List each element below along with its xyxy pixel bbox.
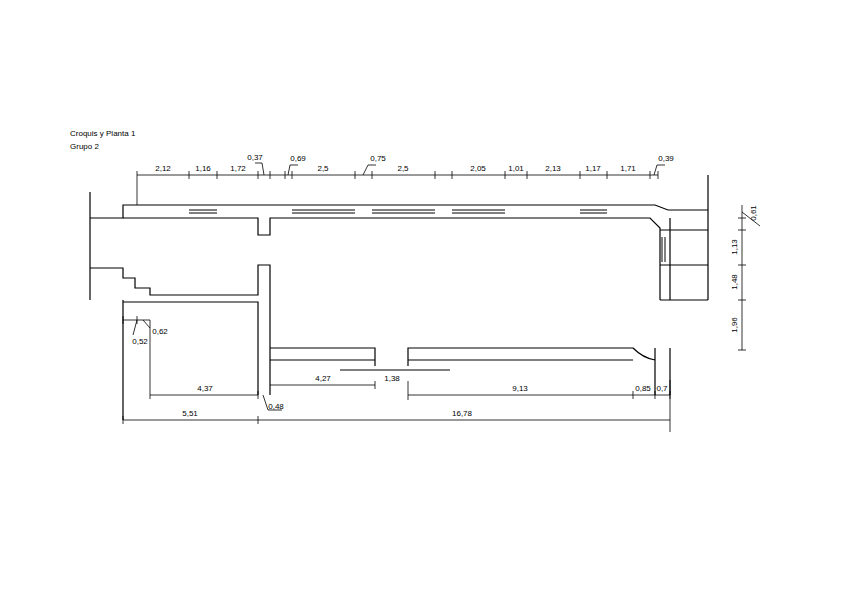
dimension-label: 1,71 [620, 165, 636, 173]
dimension-label: 2,05 [470, 165, 486, 173]
dimension-label: 0,39 [658, 155, 674, 163]
dimension-line [137, 171, 658, 205]
dimension-line [123, 320, 670, 432]
dimension-label: 2,13 [545, 165, 561, 173]
dimension-label: 1,38 [384, 375, 400, 383]
dimension-label: 2,5 [397, 165, 408, 173]
dimension-label: 0,7 [656, 385, 667, 393]
leader-line [255, 163, 665, 175]
sheet-title: Croquis y Planta 1 [70, 130, 135, 138]
dimension-label: 9,13 [512, 385, 528, 393]
dimension-label: 5,51 [182, 410, 198, 418]
dimension-label: 4,27 [315, 375, 331, 383]
dimension-label: 1,16 [195, 165, 211, 173]
dimension-label: 1,96 [731, 317, 739, 333]
dimension-label: 0,62 [152, 328, 168, 336]
dimension-label: 1,48 [731, 274, 739, 290]
dimension-label: 1,72 [230, 165, 246, 173]
dimension-label: 1,17 [585, 165, 601, 173]
dimension-label: 4,37 [197, 385, 213, 393]
corridor-wall [270, 348, 670, 395]
group-label: Grupo 2 [70, 143, 99, 151]
dimension-label: 2,12 [155, 165, 171, 173]
dimension-label: 1,01 [508, 165, 524, 173]
dimension-label: 0,37 [247, 154, 263, 162]
dimension-label: 0,85 [635, 385, 651, 393]
outer-wall [90, 175, 708, 300]
window [189, 210, 665, 262]
inner-wall [123, 218, 708, 300]
dimension-label: 0,61 [750, 205, 758, 221]
dimension-label: 1,13 [731, 239, 739, 255]
dimension-label: 2,5 [317, 165, 328, 173]
dimension-label: 16,78 [452, 410, 472, 418]
dimension-label: 0,69 [290, 155, 306, 163]
stair-line [340, 370, 450, 371]
dimension-label: 0,48 [268, 403, 284, 411]
dimension-label: 0,75 [370, 155, 386, 163]
dimension-line [738, 205, 760, 350]
leader-line [123, 316, 282, 410]
lower-wall [90, 265, 270, 420]
dimension-label: 0,52 [132, 338, 148, 346]
